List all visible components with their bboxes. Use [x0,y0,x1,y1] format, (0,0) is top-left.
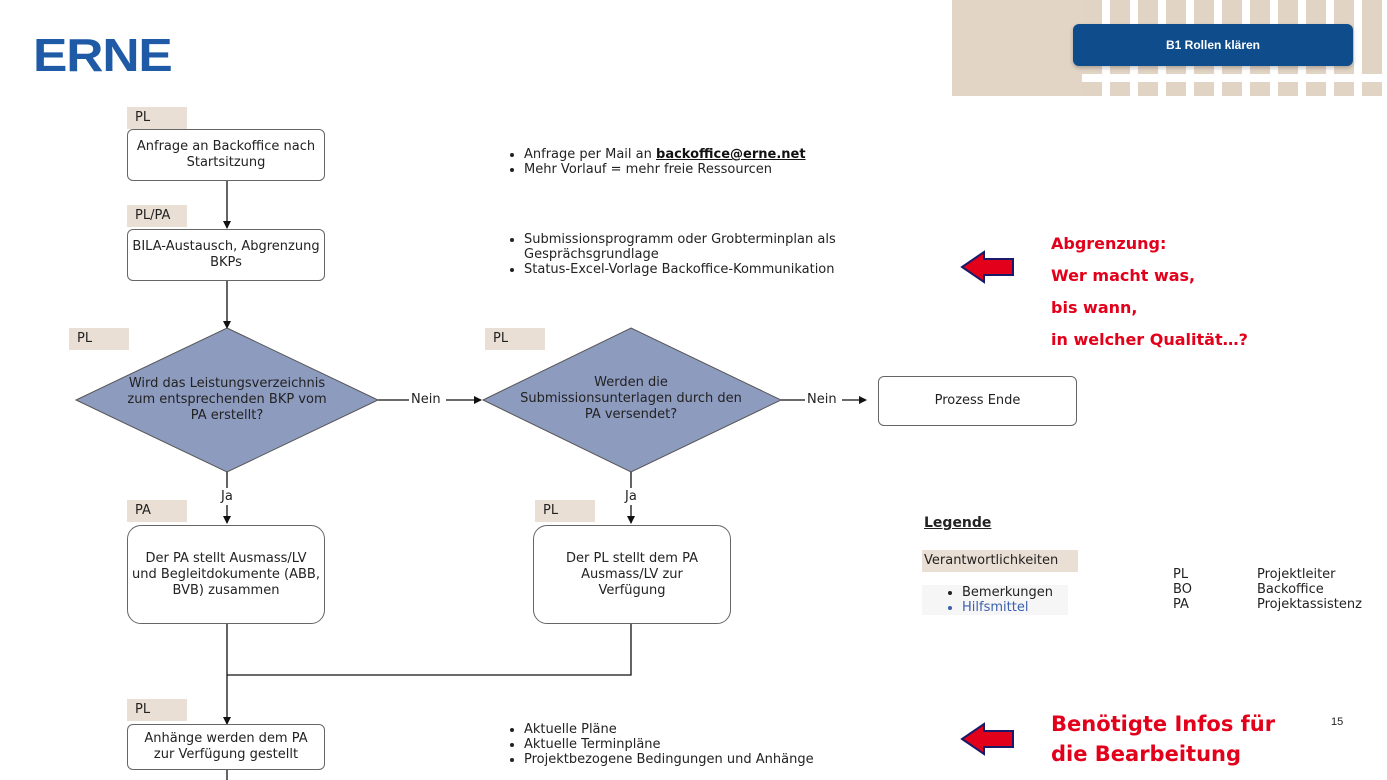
no-label-2: Nein [806,392,838,407]
process-text: BILA-Austausch, Abgrenzung BKPs [132,239,320,270]
legend-title: Legende [924,515,992,531]
role-tag-decision1: PL [69,328,129,350]
callout-line: Wer macht was, [1051,266,1196,285]
yes-label-1: Ja [220,489,234,504]
role-tag-step1: PL [127,107,187,129]
no-label-1: Nein [410,392,442,407]
callout-infos: Benötigte Infos für die Bearbeitung [1051,709,1275,769]
role-tag-step2: PL/PA [127,205,187,227]
callout-line: Benötigte Infos für [1051,712,1276,736]
erne-logo: ERNE [33,29,173,81]
legend-responsibilities: Verantwortlichkeiten [922,550,1078,572]
notes-group-1: Anfrage per Mail an backoffice@erne.net … [502,147,924,177]
process-text: Anfrage an Backoffice nach Startsitzung [136,139,316,170]
process-box-step1[interactable]: Anfrage an Backoffice nach Startsitzung [127,129,325,181]
process-box-step2[interactable]: BILA-Austausch, Abgrenzung BKPs [127,229,325,281]
note-item: Projektbezogene Bedingungen und Anhänge [524,752,924,767]
legend-tools: Hilfsmittel [962,600,1068,615]
note-item: Aktuelle Terminpläne [524,737,924,752]
section-tag-label: B1 Rollen klären [1165,38,1261,52]
legend-abbr: BO [1173,582,1192,597]
notes-group-2: Submissionsprogramm oder Grobterminplan … [502,232,924,277]
process-box-step4[interactable]: Der PL stellt dem PA Ausmass/LV zur Verf… [533,525,731,624]
legend-abbr-list: PL BO PA [1173,567,1192,612]
process-box-step3[interactable]: Der PA stellt Ausmass/LV und Begleitdoku… [127,525,325,624]
process-text: Der PA stellt Ausmass/LV und Begleitdoku… [132,550,320,598]
section-tag-button[interactable]: B1 Rollen klären [1073,24,1353,66]
role-tag-step4: PL [535,500,595,522]
callout-line: Abgrenzung: [1051,234,1167,253]
legend-abbr: PA [1173,597,1189,612]
note-text: Anfrage per Mail an [524,147,657,162]
legend-remarks: Bemerkungen [962,585,1068,600]
process-text: Der PL stellt dem PA Ausmass/LV zur Verf… [566,550,698,598]
legend-meaning: Backoffice [1257,582,1324,597]
callout-arrow-1 [960,250,1014,284]
decision-1-text: Wird das Leistungsverzeichnis zum entspr… [127,376,327,423]
legend-abbr: PL [1173,567,1189,582]
legend-meaning-list: Projektleiter Backoffice Projektassisten… [1257,567,1362,612]
notes-group-3: Aktuelle Pläne Aktuelle Terminpläne Proj… [502,722,924,767]
callout-arrow-2 [960,722,1014,756]
role-tag-step3: PA [127,500,187,522]
note-item: Mehr Vorlauf = mehr freie Ressourcen [524,162,924,177]
yes-label-2: Ja [624,489,638,504]
process-box-step5[interactable]: Anhänge werden dem PA zur Verfügung gest… [127,724,325,770]
process-text: Prozess Ende [934,393,1021,408]
callout-abgrenzung: Abgrenzung: Wer macht was, bis wann, in … [1051,228,1248,356]
callout-line: die Bearbeitung [1051,742,1242,766]
note-item: Aktuelle Pläne [524,722,924,737]
process-end-box[interactable]: Prozess Ende [878,376,1077,426]
note-item: Anfrage per Mail an backoffice@erne.net [524,147,924,162]
legend-meaning: Projektleiter [1257,567,1336,582]
legend-meaning: Projektassistenz [1257,597,1362,612]
decision-2-text: Werden die Submissionsunterlagen durch d… [520,375,742,422]
callout-line: in welcher Qualität…? [1051,330,1248,349]
note-item: Status-Excel-Vorlage Backoffice-Kommunik… [524,262,924,277]
backoffice-email-link[interactable]: backoffice@erne.net [656,147,806,162]
legend-bullets: Bemerkungen Hilfsmittel [922,585,1068,615]
page-number: 15 [1331,716,1344,728]
process-text: Anhänge werden dem PA zur Verfügung gest… [144,731,308,762]
role-tag-step5: PL [127,699,187,721]
callout-line: bis wann, [1051,298,1138,317]
note-item: Submissionsprogramm oder Grobterminplan … [524,232,924,262]
role-tag-decision2: PL [485,328,545,350]
